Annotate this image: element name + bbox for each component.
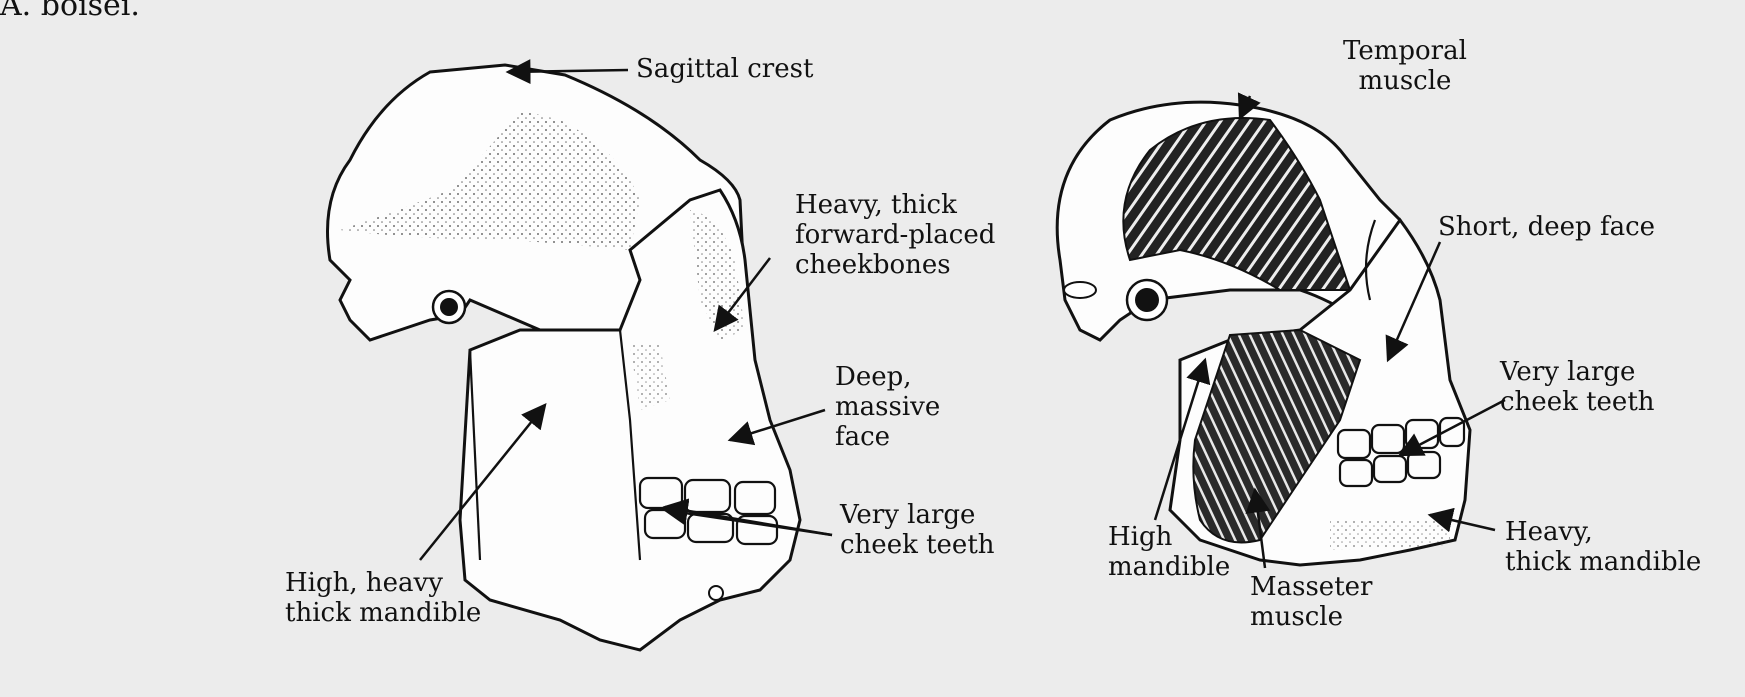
label-high-mandible: High mandible	[1108, 522, 1230, 582]
label-cheek-teeth-right: Very large cheek teeth	[1500, 357, 1655, 417]
label-cheek-teeth-left: Very large cheek teeth	[840, 500, 995, 560]
label-heavy-mandible-right: Heavy, thick mandible	[1505, 517, 1701, 577]
label-deep-face: Deep, massive face	[835, 362, 940, 452]
label-cheekbones: Heavy, thick forward-placed cheekbones	[795, 190, 995, 280]
label-mandible-left: High, heavy thick mandible	[285, 568, 481, 628]
label-short-face: Short, deep face	[1438, 212, 1655, 242]
label-sagittal-crest: Sagittal crest	[636, 54, 813, 84]
right-skull	[1057, 102, 1470, 565]
label-temporal-muscle: Temporal muscle	[1343, 36, 1467, 96]
label-masseter-muscle: Masseter muscle	[1250, 572, 1372, 632]
left-skull	[328, 65, 801, 650]
